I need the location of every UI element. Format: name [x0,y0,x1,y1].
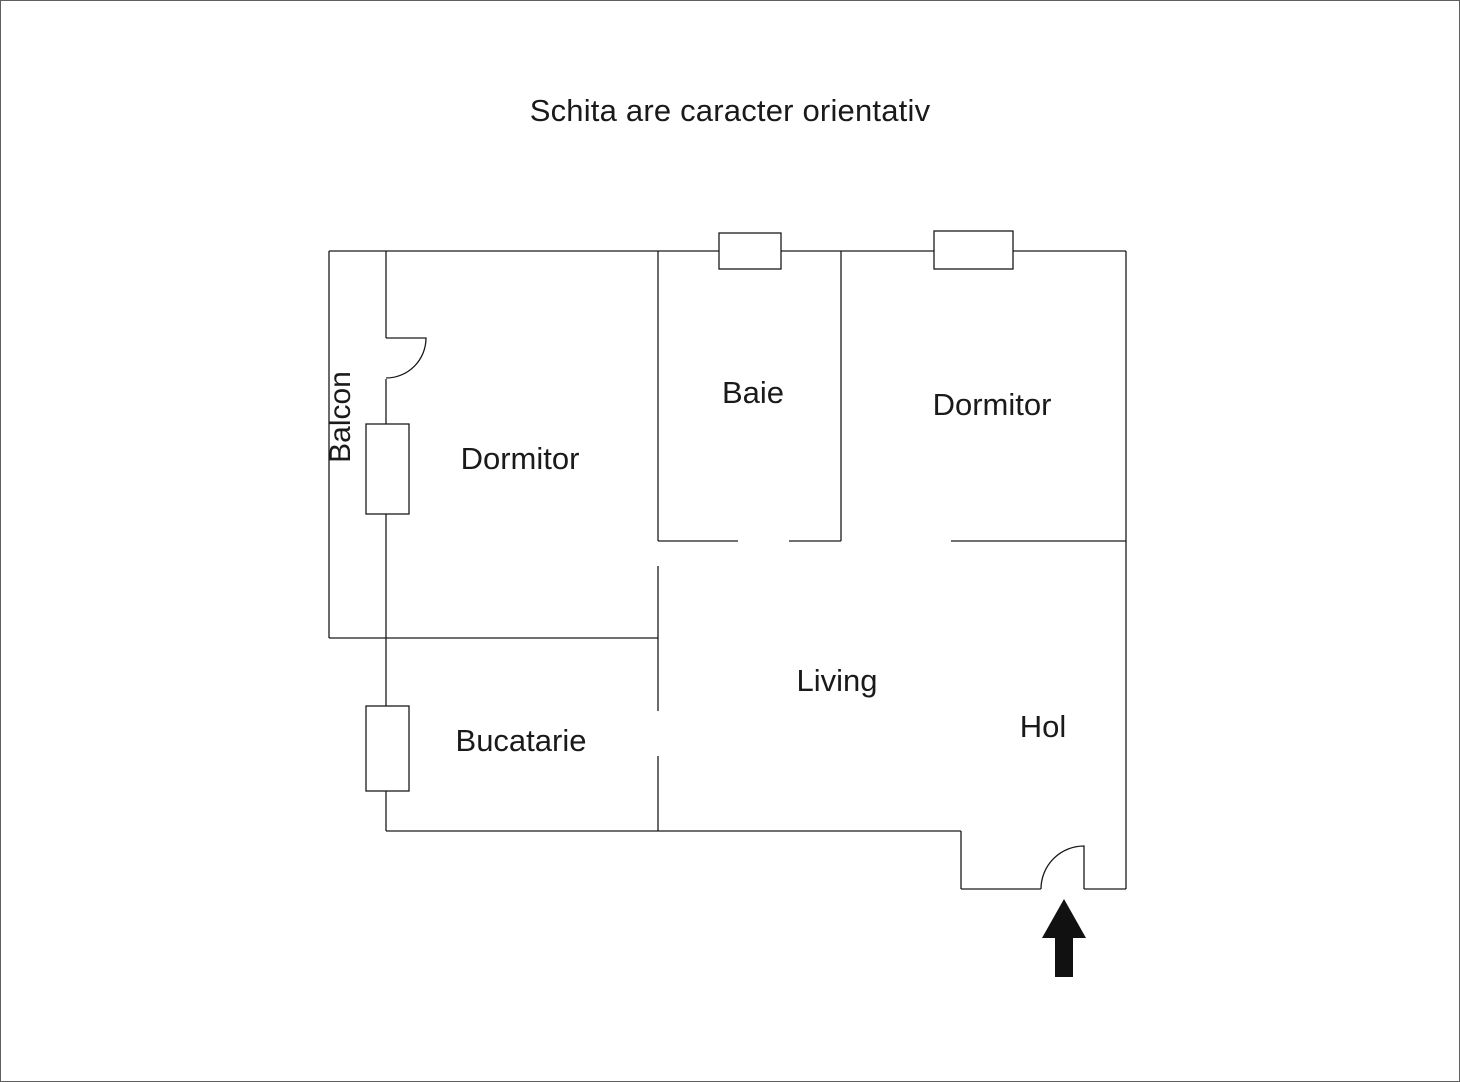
window-dormitor2 [933,230,1014,270]
room-label-baie: Baie [722,375,784,410]
room-label-bucatarie: Bucatarie [456,723,587,758]
window-dormitor1 [365,423,410,515]
page-title: Schita are caracter orientativ [529,93,931,128]
window-baie [718,232,782,270]
room-label-dormitor-1: Dormitor [461,441,580,476]
room-label-living: Living [797,663,878,698]
entrance-arrow-icon [1042,899,1086,977]
door-balcony [385,337,427,379]
room-label-balcon: Balcon [324,371,357,463]
room-label-hol: Hol [1020,709,1067,744]
door-entrance [1040,845,1085,890]
window-bucatarie [365,705,410,792]
room-label-dormitor-2: Dormitor [933,387,1052,422]
